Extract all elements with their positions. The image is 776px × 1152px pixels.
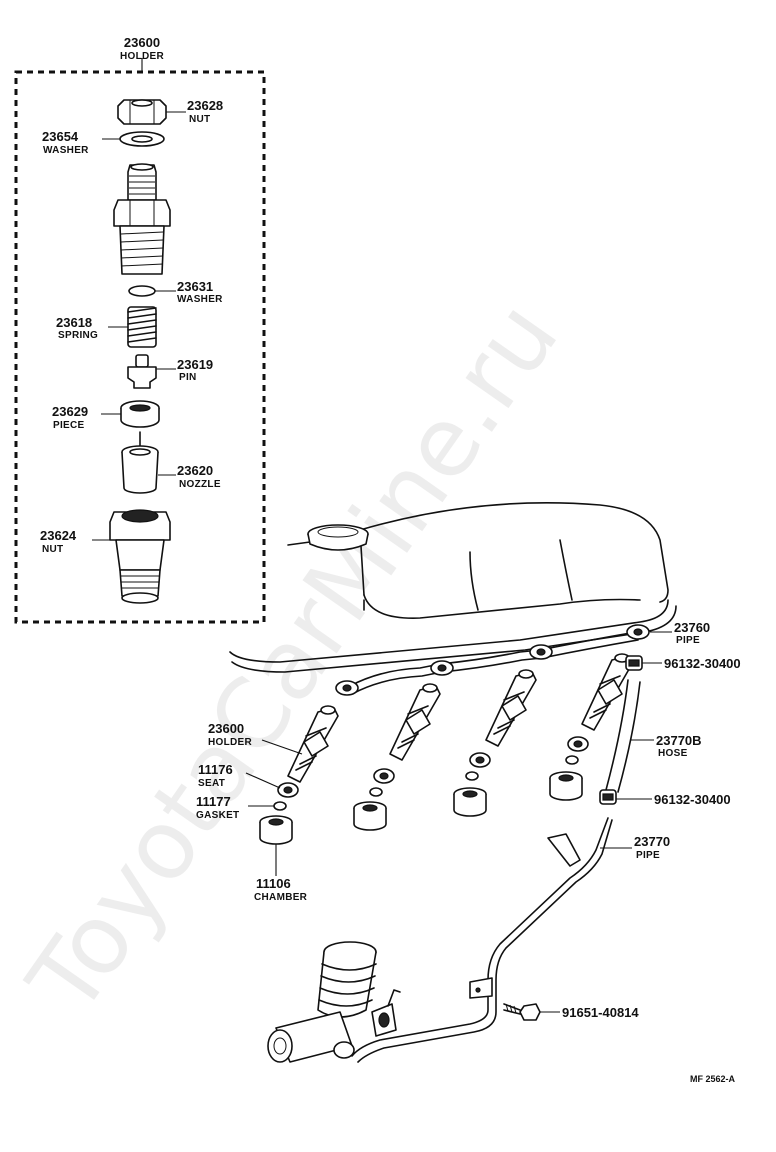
svg-text:PIPE: PIPE	[676, 635, 700, 646]
combustion-chamber-2	[353, 801, 387, 831]
callout-clip-96132-b: 96132-30400	[654, 792, 731, 807]
callout-bolt-91651: 91651-40814	[562, 1005, 639, 1020]
washer-23654-part[interactable]	[119, 131, 165, 147]
svg-text:PIN: PIN	[179, 372, 197, 383]
callout-holder-top: 23600 HOLDER	[120, 35, 164, 62]
cylinder-head-cover	[229, 502, 677, 673]
callout-piece-23629: 23629 PIECE	[52, 404, 88, 431]
injection-pump-assembly	[267, 941, 401, 1063]
nut-23624-part[interactable]	[109, 509, 171, 604]
callout-washer-23654: 23654 WASHER	[42, 129, 89, 156]
nozzle-holder-body-part[interactable]	[113, 163, 171, 275]
callout-chamber-11106: 11106 CHAMBER	[254, 876, 308, 903]
svg-text:PIECE: PIECE	[53, 420, 85, 431]
callout-pin-23619: 23619 PIN	[177, 357, 213, 383]
svg-text:91651-40814: 91651-40814	[562, 1005, 639, 1020]
callout-spring-23618: 23618 SPRING	[56, 315, 98, 341]
drawing-code: MF 2562-A	[690, 1074, 736, 1084]
svg-text:23600: 23600	[124, 35, 160, 50]
holder-23600-leader	[261, 739, 303, 755]
seat-11176-leader	[245, 772, 281, 789]
svg-text:SEAT: SEAT	[198, 778, 225, 789]
callout-nut-23624: 23624 NUT	[40, 528, 77, 555]
oil-filler-cap	[307, 524, 369, 551]
svg-text:WASHER: WASHER	[43, 145, 89, 156]
svg-text:23631: 23631	[177, 279, 213, 294]
piece-23629-part[interactable]	[120, 400, 160, 428]
clip-96132-b-part[interactable]	[599, 789, 617, 805]
svg-text:NOZZLE: NOZZLE	[179, 479, 221, 490]
bolt-91651-part[interactable]	[503, 1003, 541, 1021]
svg-text:NUT: NUT	[42, 544, 63, 555]
svg-text:HOLDER: HOLDER	[208, 737, 252, 748]
svg-text:SPRING: SPRING	[58, 330, 98, 341]
svg-text:23624: 23624	[40, 528, 77, 543]
exploded-view-box	[14, 70, 266, 624]
svg-text:11176: 11176	[198, 762, 233, 777]
svg-text:23620: 23620	[177, 463, 213, 478]
chamber-11106-part[interactable]	[259, 815, 293, 845]
svg-text:96132-30400: 96132-30400	[654, 792, 731, 807]
callout-nozzle-23620: 23620 NOZZLE	[177, 463, 221, 490]
washer-23631-part[interactable]	[128, 285, 156, 297]
svg-text:CHAMBER: CHAMBER	[254, 892, 308, 903]
pipe-23770-part[interactable]	[351, 817, 613, 1063]
nut-23628-part[interactable]	[117, 99, 167, 125]
clip-96132-a-part[interactable]	[625, 655, 643, 671]
svg-text:23600: 23600	[208, 721, 244, 736]
assembled-injector-2[interactable]	[389, 683, 441, 761]
svg-text:23770B: 23770B	[656, 733, 702, 748]
svg-text:23770: 23770	[634, 834, 670, 849]
gasket-11177-part[interactable]	[273, 755, 579, 811]
seat-11176-part[interactable]	[277, 736, 589, 798]
svg-text:11106: 11106	[256, 876, 291, 891]
callout-seat-11176: 11176 SEAT	[198, 762, 233, 789]
svg-text:HOLDER: HOLDER	[120, 51, 164, 62]
assembled-injector-1[interactable]	[287, 705, 339, 783]
watermark: ToyotaCarMine.ru	[7, 282, 580, 1034]
svg-text:23619: 23619	[177, 357, 213, 372]
callout-holder-23600: 23600 HOLDER	[208, 721, 252, 748]
svg-text:23618: 23618	[56, 315, 92, 330]
svg-text:96132-30400: 96132-30400	[664, 656, 741, 671]
callout-nut-23628: 23628 NUT	[187, 98, 223, 125]
combustion-chamber-3	[453, 787, 487, 817]
svg-text:NUT: NUT	[189, 114, 210, 125]
svg-text:GASKET: GASKET	[196, 810, 239, 821]
assembled-injector-4[interactable]	[581, 653, 633, 731]
svg-text:23629: 23629	[52, 404, 88, 419]
callout-pipe-23760: 23760 PIPE	[674, 620, 710, 646]
nozzle-23620-part[interactable]	[121, 431, 159, 494]
injection-pipe-23760[interactable]	[335, 624, 650, 696]
callout-hose-23770b: 23770B HOSE	[656, 733, 702, 759]
svg-text:PIPE: PIPE	[636, 850, 660, 861]
assembled-injector-3[interactable]	[485, 669, 537, 747]
callout-clip-96132-a: 96132-30400	[664, 656, 741, 671]
svg-text:23760: 23760	[674, 620, 710, 635]
pin-23619-part[interactable]	[127, 354, 157, 389]
callout-washer-23631: 23631 WASHER	[177, 279, 223, 305]
svg-text:HOSE: HOSE	[658, 748, 688, 759]
combustion-chamber-4	[549, 771, 583, 801]
svg-text:23628: 23628	[187, 98, 223, 113]
svg-text:11177: 11177	[196, 794, 231, 809]
svg-text:23654: 23654	[42, 129, 79, 144]
hose-23770b-part[interactable]	[605, 679, 641, 793]
callout-gasket-11177: 11177 GASKET	[196, 794, 239, 821]
spring-23618-part[interactable]	[127, 306, 157, 348]
callout-pipe-23770: 23770 PIPE	[634, 834, 670, 861]
svg-text:WASHER: WASHER	[177, 294, 223, 305]
